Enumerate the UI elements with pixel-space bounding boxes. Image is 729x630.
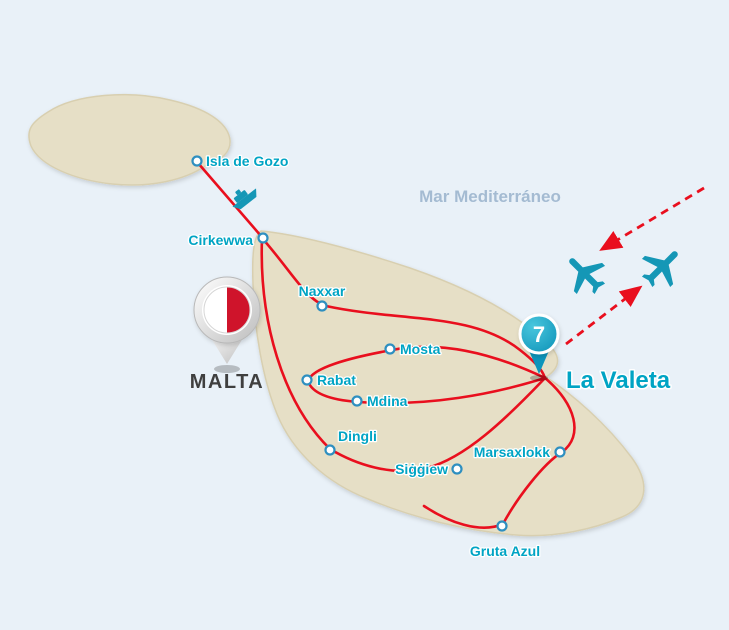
- malta-flag-pin: [193, 276, 261, 373]
- city-marker-mosta: [384, 343, 396, 355]
- city-label-siggiew: Siġġiew: [395, 461, 448, 477]
- ferry-icon: [232, 188, 257, 210]
- city-marker-naxxar: [316, 300, 328, 312]
- flight-arrows: [565, 186, 705, 346]
- country-label: MALTA: [190, 371, 265, 393]
- city-marker-marsaxlokk: [554, 446, 566, 458]
- city-label-rabat: Rabat: [317, 372, 356, 388]
- city-marker-mdina: [351, 395, 363, 407]
- destination-label: La Valeta: [566, 367, 671, 394]
- city-marker-dingli: [324, 444, 336, 456]
- sea-label: Mar Mediterráneo: [419, 187, 561, 206]
- city-marker-cirkewwa: [257, 232, 269, 244]
- city-label-marsaxlokk: Marsaxlokk: [474, 444, 550, 460]
- flag-border: [203, 286, 251, 334]
- route-mdina-return: [306, 376, 547, 405]
- city-marker-rabat: [301, 374, 313, 386]
- departure-arrow: [565, 285, 643, 346]
- city-markers: [191, 155, 566, 532]
- pin-shadow: [214, 365, 240, 373]
- route-lines: [196, 161, 576, 529]
- gozo-island: [28, 93, 231, 186]
- city-label-mosta: Mosta: [400, 341, 441, 357]
- city-marker-isla-de-gozo: [191, 155, 203, 167]
- city-label-mdina: Mdina: [367, 393, 408, 409]
- route-west-coast: [260, 236, 332, 451]
- route-north: [260, 236, 547, 380]
- city-labels: Isla de Gozo Cirkewwa Naxxar Mosta Rabat…: [187, 152, 551, 561]
- city-label-cirkewwa: Cirkewwa: [188, 232, 253, 248]
- badge-shadow: [530, 375, 548, 381]
- route-ferry-crossing: [196, 161, 263, 238]
- badge-number: 7: [533, 322, 545, 347]
- route-mosta-rabat: [306, 345, 547, 383]
- badge-circle: [518, 313, 560, 355]
- route-south-coast: [422, 504, 505, 529]
- city-label-gruta-azul: Gruta Azul: [470, 543, 540, 559]
- arrival-arrow: [599, 186, 705, 251]
- stop-count-badge: 7: [518, 313, 560, 381]
- city-label-isla-de-gozo: Isla de Gozo: [206, 153, 288, 169]
- city-label-naxxar: Naxxar: [299, 283, 346, 299]
- route-southwest: [328, 376, 547, 473]
- malta-flag-icon: [204, 287, 250, 333]
- city-marker-gruta-azul: [496, 520, 508, 532]
- city-marker-siggiew: [451, 463, 463, 475]
- city-label-dingli: Dingli: [338, 428, 377, 444]
